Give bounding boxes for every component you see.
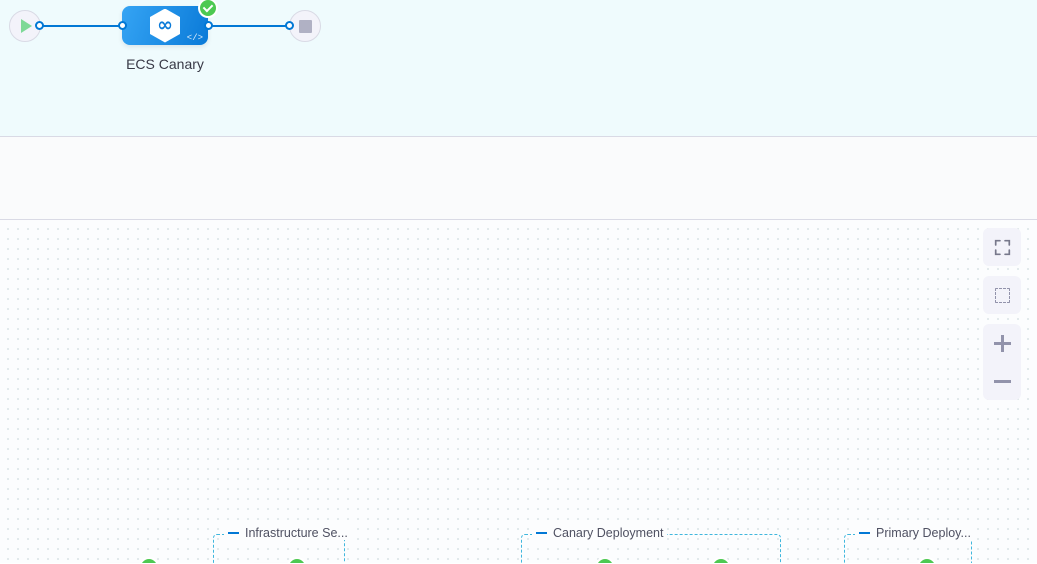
group-label-infrastructure[interactable]: Infrastructure Se... [224,526,352,540]
play-icon [21,19,32,33]
edge-stage-to-end [209,25,290,27]
fit-screen-button-inner[interactable] [983,228,1021,266]
collapse-dash-icon[interactable] [228,532,239,534]
stage-out-port[interactable] [204,21,213,30]
group-label-text: Canary Deployment [553,526,664,540]
group-label-text: Primary Deploy... [876,526,971,540]
group-canary-deployment[interactable]: Canary Deployment [521,526,781,563]
node-canary-deploy-status-badge [597,559,613,563]
group-primary-deployment[interactable]: Primary Deploy... [844,526,975,563]
plus-icon [993,334,1011,352]
node-rolling-deploy-status-badge [919,559,935,563]
group-label-canary[interactable]: Canary Deployment [532,526,668,540]
fit-screen-button[interactable] [983,228,1021,266]
pipeline-end-node[interactable] [289,10,321,42]
start-port[interactable] [35,21,44,30]
node-infrastructure-status-badge [289,559,305,563]
group-label-text: Infrastructure Se... [245,526,348,540]
node-canary-delete-status-badge [713,559,729,563]
collapse-dash-icon[interactable] [859,532,870,534]
stage-node-ecs-canary[interactable]: ∞ </> [122,6,208,45]
execution-header: ECS Canary Started at: 10/6/2022, 5:01:2… [0,137,1037,337]
stage-label: ECS Canary [126,56,204,72]
stage-in-port[interactable] [118,21,127,30]
code-glyph: </> [186,33,203,43]
group-label-primary[interactable]: Primary Deploy... [855,526,975,540]
pipeline-canvas[interactable]: Infrastructure Se... Canary Deployment P… [0,220,1037,563]
harness-hexagon-infinity-icon: ∞ [150,8,180,43]
stop-icon [298,19,312,33]
select-area-button-inner[interactable] [983,276,1021,314]
collapse-dash-icon[interactable] [536,532,547,534]
stage-status-badge [200,0,216,16]
end-port[interactable] [285,21,294,30]
select-area-button[interactable] [983,276,1021,314]
minus-icon [993,373,1011,390]
fullscreen-icon [994,239,1010,255]
zoom-out-button[interactable] [983,362,1021,400]
edge-start-to-stage [40,25,123,27]
group-infrastructure-section[interactable]: Infrastructure Se... [213,526,352,563]
top-pipeline-strip: ∞ </> ECS Canary [0,0,1037,137]
zoom-in-button[interactable] [983,324,1021,362]
node-service-status-badge [141,559,157,563]
dashed-square-icon [994,287,1010,303]
zoom-controls[interactable] [983,324,1021,400]
